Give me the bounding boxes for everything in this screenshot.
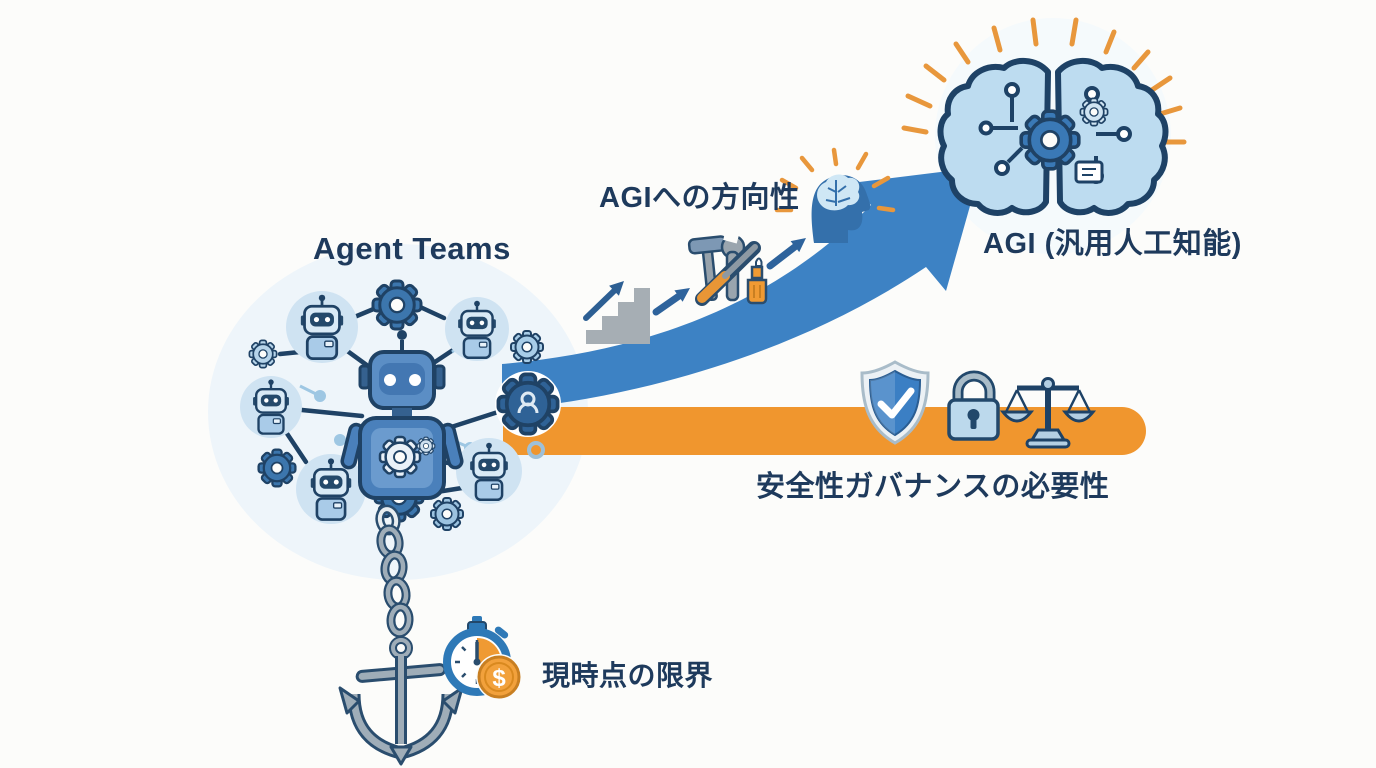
shield-check-icon [860, 360, 930, 445]
robot-leader-icon [340, 330, 464, 500]
chain-icon [375, 504, 414, 638]
circuit-brain-icon [901, 17, 1187, 216]
gear-icon [430, 497, 464, 531]
head-brain-icon [774, 147, 896, 243]
tools-icon [687, 225, 768, 306]
circuit-node-icon [527, 441, 545, 459]
rays-icon [901, 17, 1187, 145]
agi-label: AGI (汎用人工知能) [983, 228, 1242, 260]
anchor-icon [338, 636, 464, 766]
gear-icon [371, 279, 423, 331]
gear-icon [257, 448, 297, 488]
wrench-icon [720, 225, 746, 302]
dollar-glyph: $ [492, 665, 506, 692]
gear-person-icon [495, 371, 561, 437]
dollar-coin-icon: $ [476, 654, 522, 700]
stairs-icon [583, 281, 650, 344]
safety-label: 安全性ガバナンスの必要性 [756, 471, 1110, 503]
growth-arrow-icon [502, 167, 981, 410]
gear-icon [248, 339, 278, 369]
step-arrow-icon [652, 288, 690, 316]
agent-teams-label: Agent Teams [313, 231, 511, 266]
robot-network-icon [240, 279, 561, 531]
step-arrow-icon [766, 238, 806, 270]
oil-bottle-icon [746, 257, 768, 305]
padlock-icon [947, 370, 1000, 441]
gear-icon [1019, 109, 1081, 171]
rays-icon [774, 147, 896, 213]
limits-label: 現時点の限界 [542, 660, 714, 691]
scales-icon [999, 377, 1097, 449]
chat-box-icon [1074, 160, 1104, 184]
gear-icon [510, 330, 544, 364]
agi-direction-label: AGIへの方向性 [599, 182, 800, 214]
screwdriver-icon [695, 241, 761, 306]
gear-icon [1079, 97, 1109, 127]
